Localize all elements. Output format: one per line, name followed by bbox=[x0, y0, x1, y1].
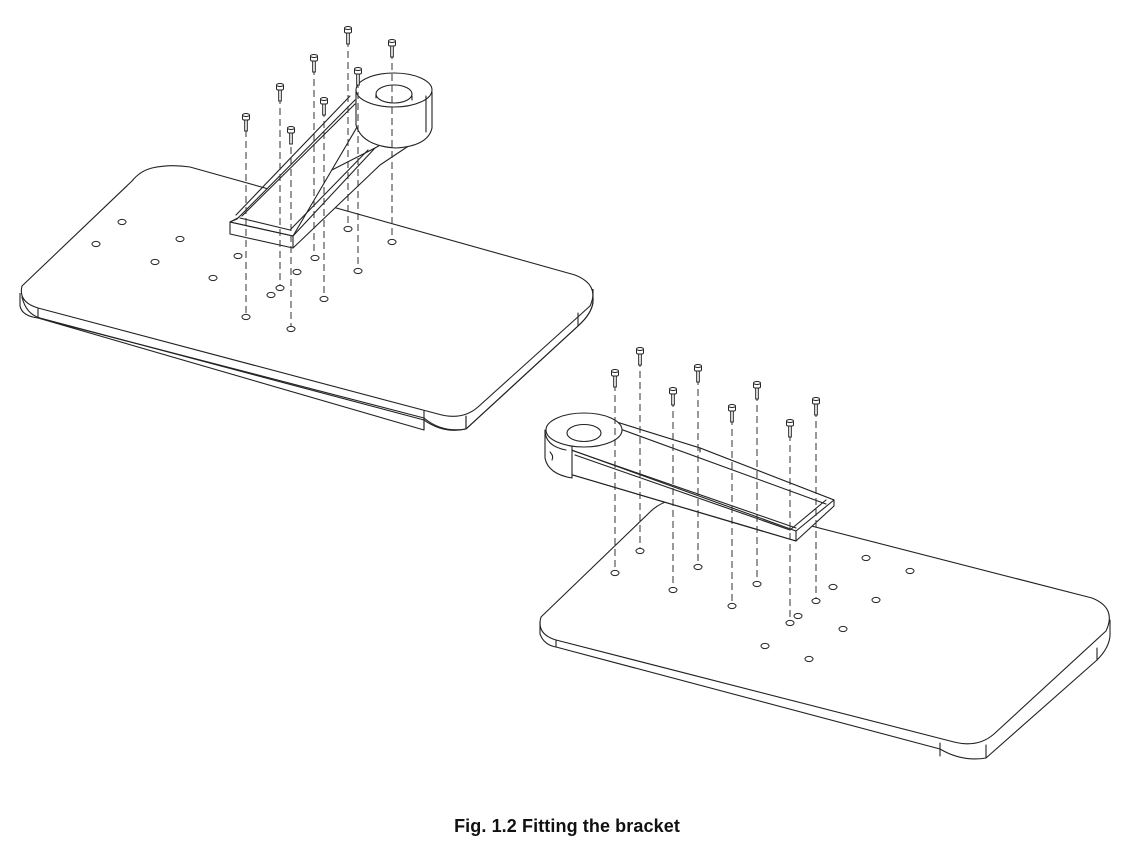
plate-hole bbox=[286, 325, 296, 333]
plate-hole bbox=[861, 554, 871, 562]
plate-hole bbox=[310, 254, 320, 262]
screw bbox=[344, 26, 352, 45]
plate-hole bbox=[241, 313, 251, 321]
right-base-plate bbox=[539, 497, 1111, 760]
plate-hole bbox=[353, 267, 363, 275]
plate-hole bbox=[233, 252, 243, 260]
left-alignment-lines bbox=[245, 40, 393, 327]
plate-hole bbox=[275, 284, 285, 292]
screw bbox=[786, 419, 794, 438]
plate-hole bbox=[760, 642, 770, 650]
figure-caption: Fig. 1.2 Fitting the bracket bbox=[454, 816, 680, 836]
plate-hole bbox=[905, 567, 915, 575]
left-screws bbox=[242, 26, 396, 145]
plate-hole bbox=[668, 586, 678, 594]
screw bbox=[354, 67, 362, 86]
screw bbox=[694, 364, 702, 383]
plate-hole bbox=[208, 274, 218, 282]
screw bbox=[753, 381, 761, 400]
plate-hole bbox=[387, 238, 397, 246]
screw bbox=[388, 39, 396, 58]
plate-hole bbox=[635, 547, 645, 555]
plate-hole bbox=[804, 655, 814, 663]
plate-hole bbox=[871, 596, 881, 604]
screw bbox=[242, 113, 250, 132]
plate-hole bbox=[343, 225, 353, 233]
screw bbox=[728, 404, 736, 423]
plate-hole bbox=[319, 295, 329, 303]
plate-hole bbox=[693, 563, 703, 571]
plate-hole bbox=[175, 235, 185, 243]
left-base-plate bbox=[19, 165, 594, 431]
left-assembly bbox=[19, 40, 594, 431]
plate-hole bbox=[150, 258, 160, 266]
left-bracket bbox=[229, 72, 433, 249]
right-plate-holes bbox=[610, 547, 915, 663]
screw bbox=[276, 83, 284, 102]
plate-hole bbox=[811, 597, 821, 605]
plate-hole bbox=[828, 583, 838, 591]
plate-hole bbox=[785, 619, 795, 627]
right-assembly bbox=[539, 360, 1111, 760]
screw bbox=[320, 97, 328, 116]
right-bracket bbox=[544, 412, 835, 542]
screw bbox=[611, 369, 619, 388]
plate-hole bbox=[292, 268, 302, 276]
plate-hole bbox=[610, 569, 620, 577]
screw bbox=[636, 347, 644, 366]
plate-hole bbox=[838, 625, 848, 633]
screw bbox=[310, 54, 318, 73]
plate-hole bbox=[793, 612, 803, 620]
plate-hole bbox=[91, 240, 101, 248]
plate-hole bbox=[727, 602, 737, 610]
right-screws bbox=[611, 347, 820, 438]
plate-hole bbox=[752, 580, 762, 588]
screw bbox=[287, 126, 295, 145]
screw bbox=[812, 397, 820, 416]
plate-hole bbox=[266, 291, 276, 299]
left-plate-holes bbox=[91, 218, 397, 333]
right-alignment-lines bbox=[614, 360, 817, 621]
plate-hole bbox=[117, 218, 127, 226]
screw bbox=[669, 387, 677, 406]
